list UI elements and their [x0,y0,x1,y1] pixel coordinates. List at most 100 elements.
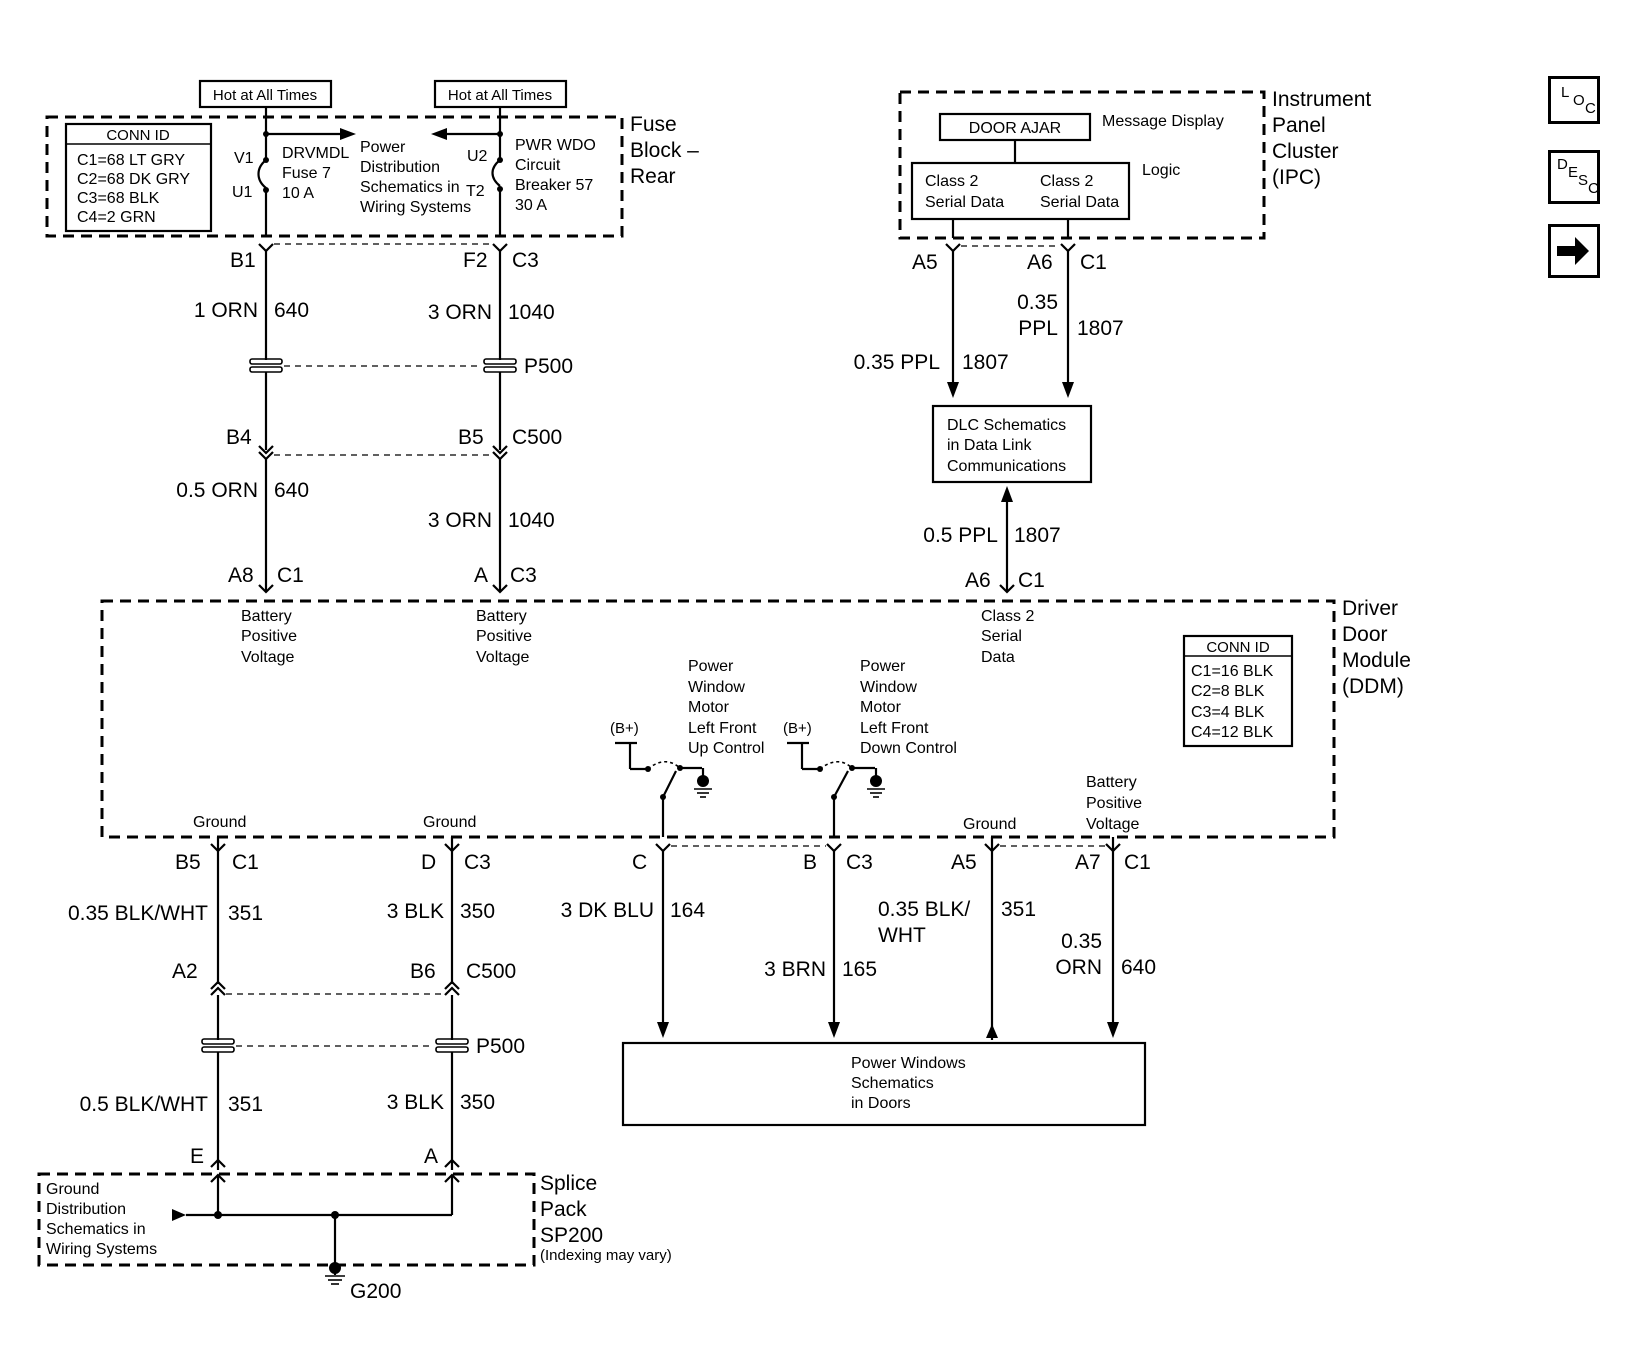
pin-label: A7 [1075,851,1101,874]
pin-label: F2 [463,249,488,272]
pin-label: C3 [464,851,491,874]
pin-label: B6 [410,960,436,983]
wire-color-label: 0.5 ORN [176,479,258,502]
fuse-7-label: DRVMDL [282,145,349,162]
wire-number-label: 1807 [1077,317,1124,340]
wire-number-label: 640 [274,479,309,502]
pin-label: A2 [172,960,198,983]
circuit-breaker-symbol [491,159,501,187]
loc-button[interactable]: L O C [1548,76,1600,124]
ddm-pin-function: Data [981,649,1015,666]
wire-color-label: 1 ORN [194,299,258,322]
wire-number-label: 640 [274,299,309,322]
wire-color-label: 3 BLK [387,900,444,923]
pin-label: U1 [232,184,253,201]
ipc-title: Cluster [1272,140,1339,163]
power-windows-label: in Doors [851,1095,911,1112]
fuse-block-title-3: Rear [630,165,676,188]
splice-pack-note: (Indexing may vary) [540,1247,672,1264]
ddm-title: Door [1342,623,1388,646]
up-control-label: Up Control [688,740,764,757]
ddm-pin-function: Positive [476,628,532,645]
desc-letter: D [1557,156,1568,173]
breaker-57-label: 30 A [515,197,547,214]
splice-pack-title: Splice [540,1172,597,1195]
up-control-label: Power [688,658,734,675]
power-windows-schematics-ref: Power Windows Schematics in Doors [621,1041,1147,1127]
pin-label: C500 [512,426,562,449]
down-control-label: Down Control [860,740,957,757]
pin-label: B5 [458,426,484,449]
ground-distribution-ref: Distribution [46,1201,126,1218]
next-button[interactable] [1548,224,1600,278]
power-windows-label: Power Windows [851,1055,966,1072]
wire-color-label: WHT [878,924,926,947]
wire-color-label: 3 BLK [387,1091,444,1114]
conn-id-row: C2=8 BLK [1191,683,1265,700]
up-control-label: Left Front [688,720,757,737]
ddm-title: Module [1342,649,1411,672]
wire-color-label: 3 ORN [428,509,492,532]
ground-distribution-ref: Wiring Systems [46,1241,157,1258]
pin-label: A5 [951,851,977,874]
hot-at-all-times-label: Hot at All Times [448,87,552,104]
pin-label: C3 [510,564,537,587]
pin-label: B4 [226,426,252,449]
door-ajar-label: DOOR AJAR [969,120,1061,137]
pin-label: U2 [467,148,488,165]
wire-color-label: 0.35 PPL [854,351,940,374]
wire-number-label: 1807 [1014,524,1061,547]
conn-id-row: C3=68 BLK [77,190,160,207]
wire-number-label: 351 [1001,898,1036,921]
conn-id-row: C3=4 BLK [1191,704,1265,721]
dlc-schematics-ref: DLC Schematics in Data Link Communicatio… [923,404,1093,594]
desc-letter: S [1578,172,1589,189]
connector-label: P500 [524,355,573,378]
ddm-pin-function: Battery [241,608,292,625]
desc-letter: E [1568,164,1579,181]
down-control-label: Motor [860,699,902,716]
pin-label: C1 [232,851,259,874]
fuse-block-title-2: Block – [630,139,699,162]
ipc-title: Panel [1272,114,1326,137]
hot-at-all-times-label: Hot at All Times [213,87,317,104]
pin-label: C3 [512,249,539,272]
fuse-block-rear: Fuse Block – Rear CONN ID C1=68 LT GRY C… [45,79,699,238]
wire-color-label: PPL [1018,317,1058,340]
down-control-label: Window [860,679,917,696]
pin-label: C1 [277,564,304,587]
conn-id-row: C4=2 GRN [77,209,156,226]
wire-number-label: 165 [842,958,877,981]
breaker-57-label: PWR WDO [515,137,596,154]
conn-id-row: C1=16 BLK [1191,663,1274,680]
pin-label: C1 [1018,569,1045,592]
splice-pack-title: Pack [540,1198,587,1221]
wire-number-label: 1040 [508,301,555,324]
wire-number-label: 640 [1121,956,1156,979]
power-distribution-ref: Schematics in [360,179,460,196]
class2-label: Serial Data [1040,194,1119,211]
wire-color-label: 0.5 BLK/WHT [80,1093,209,1116]
down-control-label: Power [860,658,906,675]
power-distribution-ref: Distribution [360,159,440,176]
up-control-label: Window [688,679,745,696]
wire-color-label: 3 BRN [764,958,826,981]
pin-label: C [632,851,647,874]
pin-label: C500 [466,960,516,983]
wire-color-label: 3 DK BLU [561,899,654,922]
pin-label: T2 [466,183,485,200]
message-display-label: Message Display [1102,113,1224,130]
class2-label: Class 2 [925,173,978,190]
loc-letter: C [1585,100,1596,117]
wire-number-label: 351 [228,1093,263,1116]
pin-label: B [803,851,817,874]
desc-button[interactable]: D E S C [1548,150,1600,204]
class2-label: Class 2 [1040,173,1093,190]
arrow-right-icon [1557,237,1589,265]
breaker-57-label: Circuit [515,157,561,174]
fuse-7-label: 10 A [282,185,314,202]
wire-color-label: 0.5 PPL [923,524,998,547]
pin-label: A5 [912,251,938,274]
pin-label: A [424,1145,438,1168]
